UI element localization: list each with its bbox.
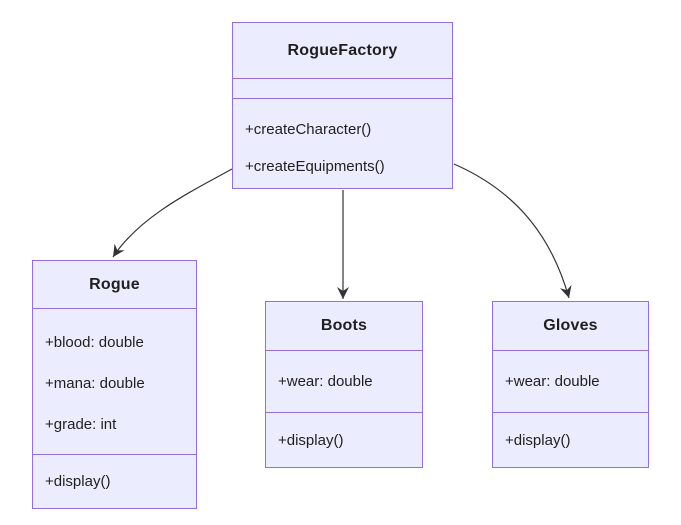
class-methods-section: +display() [33,454,196,508]
arrow-roguefactory-to-rogue [112,168,233,258]
class-title: Boots [320,317,368,334]
class-node-boots: Boots +wear: double +display() [265,301,423,468]
class-title: Gloves [543,317,598,334]
class-method: +createEquipments() [245,158,385,175]
class-attribute: +wear: double [278,373,373,390]
class-attributes-section: +wear: double [266,350,422,412]
class-methods-section: +display() [493,412,648,467]
class-attribute: +grade: int [45,416,117,434]
class-method: +display() [278,431,344,449]
class-node-rogue: Rogue +blood: double +mana: double +grad… [32,260,197,509]
class-method: +display() [45,473,111,490]
class-attributes-section: +wear: double [493,350,648,412]
class-method: +createCharacter() [245,121,372,138]
class-node-roguefactory: RogueFactory +createCharacter() +createE… [232,22,453,189]
class-methods-section: +display() [266,412,422,467]
class-attributes-section [233,78,452,98]
arrow-roguefactory-to-gloves [453,163,572,299]
class-attribute: +wear: double [505,373,600,390]
class-node-gloves: Gloves +wear: double +display() [492,301,649,468]
class-methods-section: +createCharacter() +createEquipments() [233,98,452,188]
class-attribute: +blood: double [45,334,144,352]
class-attribute: +mana: double [45,375,145,393]
class-title: Rogue [89,275,140,293]
class-attributes-section: +blood: double +mana: double +grade: int [33,308,196,454]
class-method: +display() [505,431,571,449]
class-title: RogueFactory [287,41,398,59]
